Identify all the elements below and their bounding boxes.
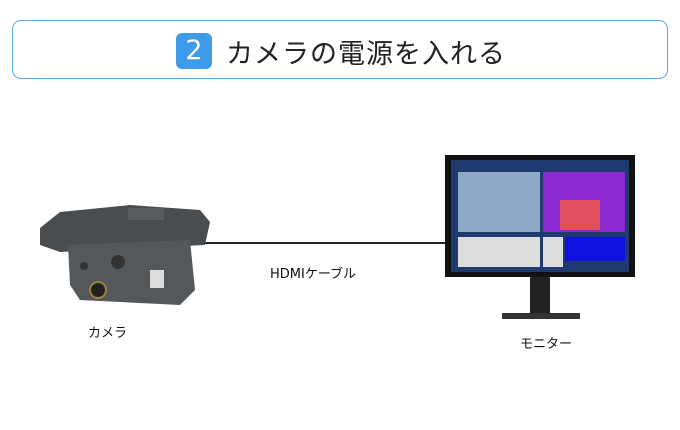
camera-illustration — [40, 205, 210, 305]
camera-label: カメラ — [88, 326, 128, 341]
cable-label: HDMIケーブル — [270, 267, 357, 282]
monitor-illustration — [445, 155, 635, 319]
page-title: カメラの電源を入れる — [226, 39, 506, 70]
step-number-badge: 2 — [176, 33, 212, 69]
header-banner — [12, 20, 668, 79]
monitor-label: モニター — [520, 337, 573, 352]
